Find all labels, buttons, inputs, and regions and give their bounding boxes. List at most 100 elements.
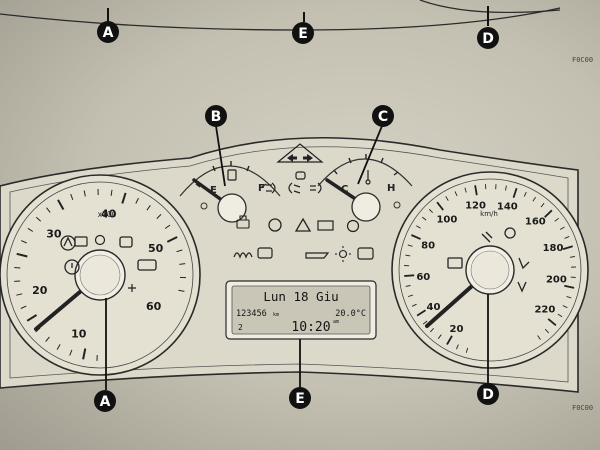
tach-tick xyxy=(57,199,65,210)
brightness-icon xyxy=(335,246,351,262)
tach-tick xyxy=(176,249,183,253)
speed-tick xyxy=(446,335,453,345)
reference-code-bottom: F0C00 xyxy=(572,404,594,412)
speed-tick xyxy=(532,196,536,202)
fuel-empty-label: E xyxy=(210,185,217,196)
speed-tick xyxy=(465,347,469,353)
turn-signal-right-icon xyxy=(303,154,313,162)
warning-light-panel xyxy=(60,182,530,293)
power-steering-icon xyxy=(346,219,360,233)
speed-tick xyxy=(562,305,568,309)
airbag-icon xyxy=(504,227,516,239)
cruise-control-icon xyxy=(128,284,136,292)
speed-tick xyxy=(454,191,458,197)
speed-tick xyxy=(429,327,435,333)
speed-unit-label: km/h xyxy=(480,210,498,218)
water-in-fuel-icon xyxy=(257,247,273,259)
speed-scale-label: 200 xyxy=(546,275,567,286)
fog-light-icon xyxy=(266,182,276,194)
fuel-pump-icon xyxy=(227,169,237,181)
display-time-suffix: am xyxy=(333,319,339,325)
stability-control-icon xyxy=(481,231,493,243)
callout-top-a: A xyxy=(97,21,119,43)
fuel-full-label: F xyxy=(258,183,265,194)
tach-tick xyxy=(135,197,139,204)
speed-tick xyxy=(547,318,557,326)
callout-top-d: D xyxy=(477,27,499,49)
callout-labels: A E D B C A E xyxy=(94,21,499,412)
speed-scale-label: 220 xyxy=(534,304,555,315)
tach-multiplier-label: x100 xyxy=(98,210,117,219)
turn-signal-indicators xyxy=(276,143,324,180)
speed-tick xyxy=(554,217,559,222)
callout-fuel-gauge: B xyxy=(205,105,227,127)
speed-scale-label: 100 xyxy=(436,215,457,226)
immobilizer-icon xyxy=(236,215,250,229)
speed-tick xyxy=(428,208,434,214)
speed-scale-label: 180 xyxy=(543,243,564,254)
tach-tick xyxy=(82,348,87,360)
speed-tick xyxy=(559,226,565,230)
tach-tick xyxy=(27,227,34,232)
hazard-warning-icon xyxy=(294,217,312,232)
tach-tick xyxy=(166,236,178,243)
speed-tick xyxy=(523,191,527,197)
svg-text:E: E xyxy=(298,26,308,42)
svg-text:D: D xyxy=(482,387,494,403)
speed-tick xyxy=(564,235,570,239)
speed-tick xyxy=(544,209,553,218)
tach-scale-label: 10 xyxy=(71,327,87,340)
tach-tick xyxy=(156,214,162,219)
speed-scale-label: 40 xyxy=(427,302,441,313)
steering-wheel-icon xyxy=(268,218,282,232)
tach-tick xyxy=(69,349,73,356)
turn-signal-left-icon xyxy=(287,154,297,162)
battery-icon xyxy=(317,220,334,231)
svg-text:D: D xyxy=(482,31,494,47)
tach-tick xyxy=(14,267,21,269)
tach-tick xyxy=(20,305,27,309)
speed-tick xyxy=(569,256,575,258)
callout-temp-gauge: C xyxy=(372,105,394,127)
speed-scale-label: 80 xyxy=(421,240,435,251)
speed-scale-label: 60 xyxy=(416,272,430,283)
display-trip: 2 xyxy=(238,323,243,332)
seatbelt-icon xyxy=(518,257,530,270)
tach-tick xyxy=(16,293,23,296)
fuel-gauge: E F xyxy=(179,161,281,223)
speed-tick xyxy=(411,234,421,240)
tachometer-ticks xyxy=(14,188,187,361)
callout-leaders xyxy=(105,125,489,390)
speed-tick xyxy=(422,320,428,325)
speed-tick xyxy=(437,334,442,339)
speed-tick xyxy=(436,201,444,211)
callout-tachometer: A xyxy=(94,390,116,412)
svg-text:B: B xyxy=(211,109,222,125)
speed-tick xyxy=(416,225,421,229)
tach-tick xyxy=(21,240,27,244)
tach-tick xyxy=(56,344,61,350)
speed-scale-label: 120 xyxy=(465,201,486,212)
callout-top-e: E xyxy=(292,22,314,44)
tach-tick xyxy=(83,190,86,197)
dpf-icon xyxy=(357,247,374,260)
speed-scale-label: 20 xyxy=(450,324,464,335)
display-odometer: 123456 xyxy=(236,309,267,319)
tach-tick xyxy=(179,263,186,265)
speed-tick xyxy=(537,335,541,340)
speed-tick xyxy=(445,196,449,201)
display-outside-temp: 20.0°C xyxy=(335,309,366,319)
temp-gauge: C H xyxy=(317,154,413,222)
top-cluster-fragment xyxy=(0,0,561,31)
speed-tick xyxy=(564,284,575,289)
speed-scale-label: 160 xyxy=(525,217,546,228)
tach-tick xyxy=(164,224,171,229)
display-time: 10:20 xyxy=(291,320,330,335)
speed-tick xyxy=(544,328,550,334)
tach-scale-label: 30 xyxy=(46,228,62,241)
high-beam-icon xyxy=(295,171,306,180)
